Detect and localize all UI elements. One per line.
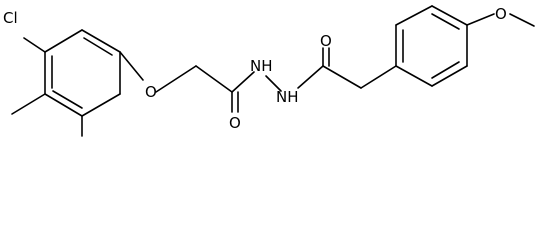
carbonyl-oxygen-right-label: O bbox=[320, 32, 332, 50]
ring-a-bond bbox=[81, 29, 121, 53]
ch2-aryl-bond bbox=[360, 65, 397, 89]
ring-a-double-bond bbox=[52, 90, 83, 109]
ether-oxygen-label: O bbox=[145, 83, 157, 101]
ring-a-double-bond bbox=[83, 37, 113, 56]
ring-b-methoxyphenyl bbox=[395, 5, 468, 87]
ring-a-chlorodimethylphenyl bbox=[44, 29, 121, 117]
carbonyl-oxygen-left-label: O bbox=[229, 114, 241, 132]
methoxy-oxygen-label: O bbox=[495, 5, 507, 23]
o-ch2-bond bbox=[155, 65, 197, 93]
methyl-bond-3 bbox=[11, 93, 46, 115]
o-methyl-bond bbox=[509, 13, 535, 27]
carbonyl-nh-bond bbox=[231, 71, 255, 93]
aryl-o-bond bbox=[119, 51, 144, 81]
molecule-structure: Cl O O NH NH O O bbox=[3, 5, 535, 137]
hydrazide-nh-right-label: NH bbox=[276, 88, 299, 106]
c-cl-bond bbox=[23, 37, 46, 53]
ring-b-bond bbox=[431, 5, 468, 26]
ring-b-bond bbox=[431, 65, 468, 87]
ring-b-bond bbox=[395, 5, 433, 26]
carbonyl-ch2-bond bbox=[322, 65, 362, 89]
ring-b-bond bbox=[395, 65, 433, 87]
ring-b-double-bond bbox=[431, 13, 460, 30]
nh-nh-bond bbox=[265, 75, 282, 92]
ring-b-double-bond bbox=[431, 61, 460, 79]
nh-carbonyl-bond bbox=[297, 65, 324, 89]
structure-diagram: Cl O O NH NH O O bbox=[3, 5, 535, 137]
ring-a-bond bbox=[81, 93, 121, 117]
ring-a-bond bbox=[44, 29, 83, 53]
ch2-carbonyl-bond bbox=[195, 65, 233, 93]
aryl-o-methoxy-bond bbox=[466, 13, 495, 26]
hydrazide-nh-left-label: NH bbox=[250, 57, 273, 75]
chlorine-atom-label: Cl bbox=[3, 9, 18, 27]
ring-a-bond bbox=[44, 93, 83, 117]
